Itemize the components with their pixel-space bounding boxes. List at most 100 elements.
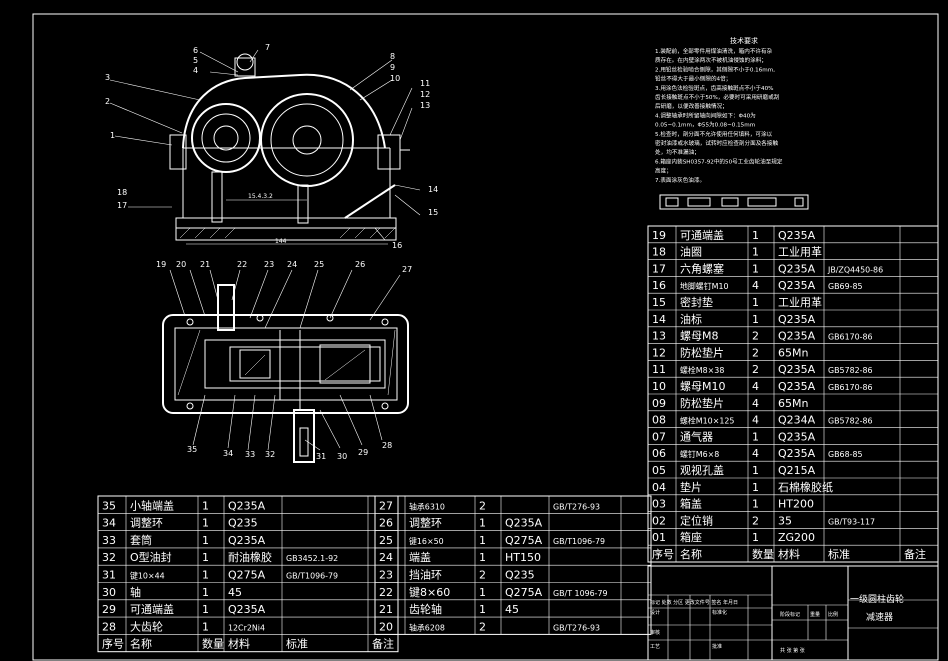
cell-name: 可通端盖: [680, 228, 724, 242]
label-11: 11: [420, 79, 430, 88]
label-2: 2: [105, 97, 110, 106]
cell-no: 06: [652, 447, 666, 460]
cell-qty: 1: [202, 517, 209, 530]
label-13: 13: [420, 101, 430, 110]
header-cell: 序号: [652, 547, 674, 561]
cell-name: 箱盖: [680, 497, 702, 511]
tech-req-line: 6.箱座内装SH0357-92中的50号工业齿轮油至规定: [655, 157, 783, 165]
cell-material: 45: [505, 603, 519, 616]
label-9: 9: [390, 63, 395, 72]
cell-no: 26: [379, 517, 393, 530]
cell-no: 14: [652, 313, 666, 326]
cell-material: Q235A: [778, 363, 816, 376]
cell-no: 23: [379, 569, 393, 582]
cell-qty: 2: [479, 569, 486, 582]
cell-name: 螺栓M10×125: [680, 416, 734, 426]
label-34: 34: [223, 449, 233, 458]
cell-name: 地脚螺钉M10: [680, 281, 729, 291]
tb-process: 工艺: [650, 644, 660, 650]
cell-name: 螺母M10: [680, 380, 726, 393]
cell-name: 套筒: [130, 533, 152, 547]
label-10: 10: [390, 74, 400, 83]
cell-std: GB5782-86: [828, 417, 873, 426]
label-17: 17: [117, 201, 127, 210]
cell-name: 可通端盖: [130, 602, 174, 616]
tech-req-line: 铅丝不得大于最小侧隙的4倍；: [655, 75, 731, 83]
cell-qty: 1: [479, 517, 486, 530]
label-22: 22: [237, 260, 247, 269]
cell-no: 15: [652, 296, 666, 309]
label-8: 8: [390, 52, 395, 61]
cell-material: 12Cr2Ni4: [228, 623, 265, 632]
cell-qty: 4: [752, 397, 759, 410]
cell-qty: 1: [752, 262, 759, 275]
cell-material: Q235A: [778, 430, 816, 443]
cell-material: Q235A: [778, 313, 816, 326]
cell-material: 45: [228, 586, 242, 599]
cell-qty: 1: [479, 534, 486, 547]
tech-req-line: 4.调整轴承时所留轴向间隙如下：Φ40为: [655, 111, 756, 119]
title-block: 一级圆柱齿轮 减速器 标记 处数 分区 更改文件号 签名 年月日 设计 标准化 …: [647, 565, 939, 661]
cell-qty: 1: [752, 229, 759, 242]
label-18: 18: [117, 188, 127, 197]
header-cell: 标准: [286, 637, 308, 651]
tb-stage: 阶段标记: [780, 611, 800, 618]
cell-material: 石棉橡胶纸: [778, 480, 833, 494]
cell-qty: 4: [752, 279, 759, 292]
cell-material: Q275A: [505, 586, 543, 599]
cell-std: JB/ZQ4450-86: [827, 265, 883, 274]
cell-no: 35: [102, 499, 116, 512]
cell-qty: 1: [202, 499, 209, 512]
cell-no: 24: [379, 551, 393, 564]
cell-name: 轴承6208: [409, 622, 445, 632]
cell-name: 小轴端盖: [130, 498, 174, 512]
cell-material: Q234A: [778, 414, 816, 427]
label-1: 1: [110, 131, 115, 140]
cell-no: 13: [652, 330, 666, 343]
label-19: 19: [156, 260, 166, 269]
header-cell: 名称: [130, 637, 152, 651]
top-view: [162, 269, 409, 463]
cell-std: GB/T 1096-79: [553, 589, 608, 598]
label-5: 5: [193, 56, 198, 65]
cell-material: Q275A: [505, 534, 543, 547]
cell-material: HT200: [778, 498, 814, 511]
cell-no: 31: [102, 569, 116, 582]
cell-no: 22: [379, 586, 393, 599]
cell-std: GB/T276-93: [553, 623, 600, 632]
cell-material: 65Mn: [778, 397, 808, 410]
tb-revision-header: 标记 处数 分区 更改文件号 签名 年月日: [650, 599, 738, 606]
label-29: 29: [358, 448, 368, 457]
table-header: 序号名称数量材料标准备注: [102, 637, 394, 651]
label-3: 3: [105, 73, 110, 82]
cell-qty: 1: [202, 620, 209, 633]
cell-std: GB6170-86: [828, 383, 873, 392]
cell-material: Q235A: [228, 603, 266, 616]
cell-name: 调整环: [409, 516, 442, 530]
dim-length: 144: [275, 238, 287, 245]
cell-no: 09: [652, 397, 666, 410]
cell-no: 20: [379, 620, 393, 633]
cell-std: GB/T1096-79: [553, 537, 605, 546]
cell-no: 28: [102, 620, 116, 633]
cell-std: GB3452.1-92: [286, 554, 338, 563]
cell-name: O型油封: [130, 550, 172, 564]
cell-qty: 1: [202, 603, 209, 616]
cell-no: 17: [652, 262, 666, 275]
cell-no: 33: [102, 534, 116, 547]
cell-name: 调整环: [130, 516, 163, 530]
label-32: 32: [265, 450, 275, 459]
front-view-labels: 1 2 3 4 5 6 7 8 9 10 11 12 13 14 15 16 1…: [105, 43, 438, 250]
cell-qty: 1: [479, 551, 486, 564]
